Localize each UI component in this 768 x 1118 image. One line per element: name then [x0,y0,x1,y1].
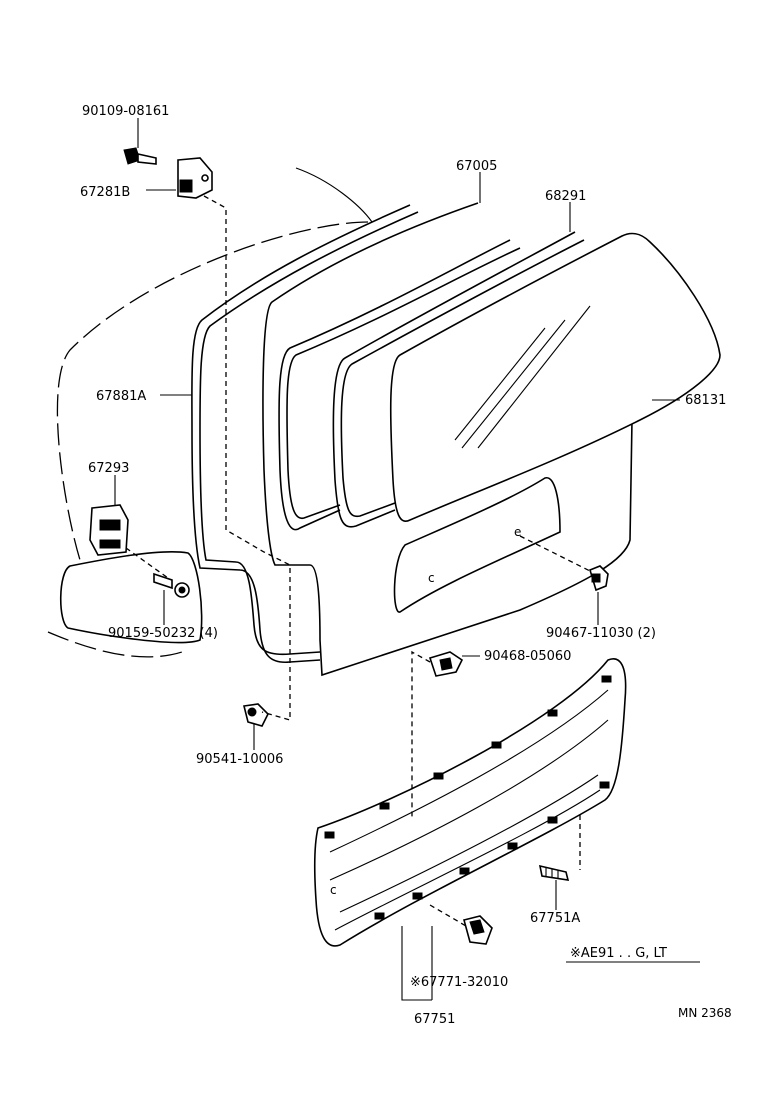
label-67293: 67293 [88,461,129,476]
garnish-mark-c: c [330,883,337,897]
clip-icon [589,565,609,592]
label-68291: 68291 [545,189,586,204]
label-67005: 67005 [456,159,497,174]
diagram-code: MN 2368 [678,1006,732,1020]
part-labels: 90109-08161 67281B 67005 68291 67881A 68… [80,104,732,1027]
screw-67751a [538,864,570,881]
back-door-glass-68131 [389,232,721,522]
weatherstrip-67881a [191,204,419,664]
label-67751: 67751 [414,1012,455,1027]
label-67281b: 67281B [80,185,130,200]
bolt-icon [153,572,190,598]
model-applicability-note: ※AE91 . . G, LT [570,946,667,961]
assembly-dashed-lines [125,195,593,927]
label-90467-11030: 90467-11030 (2) [546,626,656,641]
leader-lines [114,118,700,1001]
label-67771-32010: ※67771-32010 [410,975,508,990]
garnish-67751: c [313,658,627,947]
bumper-pad [59,551,203,644]
label-67881a: 67881A [96,389,146,404]
recess-mark-c: c [428,571,435,585]
label-67751a: 67751A [530,911,580,926]
label-90468-05060: 90468-05060 [484,649,571,664]
license-plate-recess [393,477,561,613]
label-90159-50232: 90159-50232 (4) [108,626,218,641]
clip-icon [428,651,464,677]
hinge-67293 [89,504,129,556]
back-door-panel-67005 [262,202,633,677]
glass-seal-68291 [278,231,585,531]
label-90541-10006: 90541-10006 [196,752,283,767]
label-68131: 68131 [685,393,726,408]
label-90109-08161: 90109-08161 [82,104,169,119]
vehicle-body-outline [47,167,373,658]
hinge-67281b [177,157,213,199]
bolt-icon [123,147,157,165]
recess-mark-e: e [514,525,521,539]
clip-icon [463,915,493,945]
cushion-90541 [243,703,269,727]
